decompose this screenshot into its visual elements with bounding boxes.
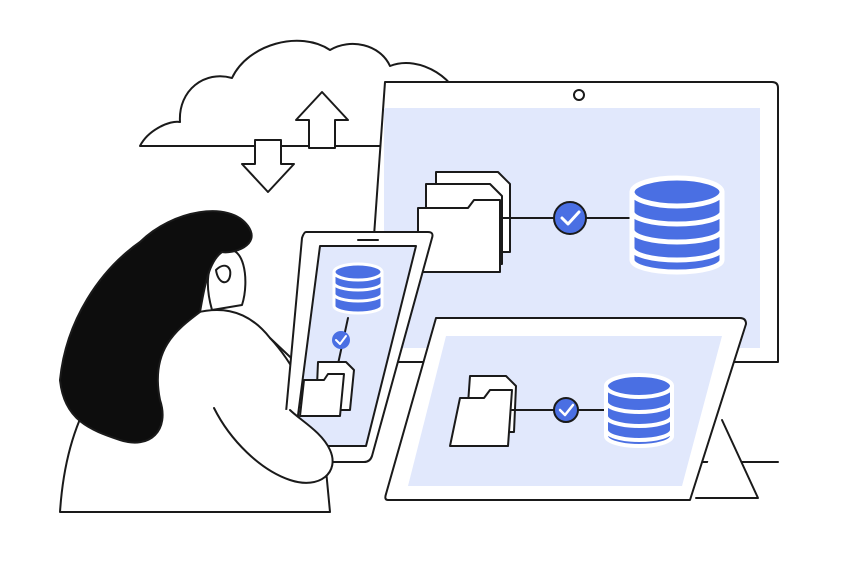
- laptop-folder-icon: [449, 375, 517, 447]
- person-arm: [213, 407, 334, 484]
- laptop-check-icon: [553, 397, 579, 423]
- laptop-database-icon: [604, 373, 674, 448]
- hair: [59, 210, 253, 444]
- camera-icon: [573, 89, 585, 101]
- tablet-database-icon: [332, 262, 384, 315]
- tablet-folder-icon: [299, 361, 355, 417]
- monitor-check-icon: [553, 201, 587, 235]
- tablet-device: [280, 231, 434, 463]
- monitor-database-icon: [629, 175, 725, 275]
- tablet-check-icon: [332, 331, 350, 349]
- monitor-folder-icon: [417, 171, 511, 273]
